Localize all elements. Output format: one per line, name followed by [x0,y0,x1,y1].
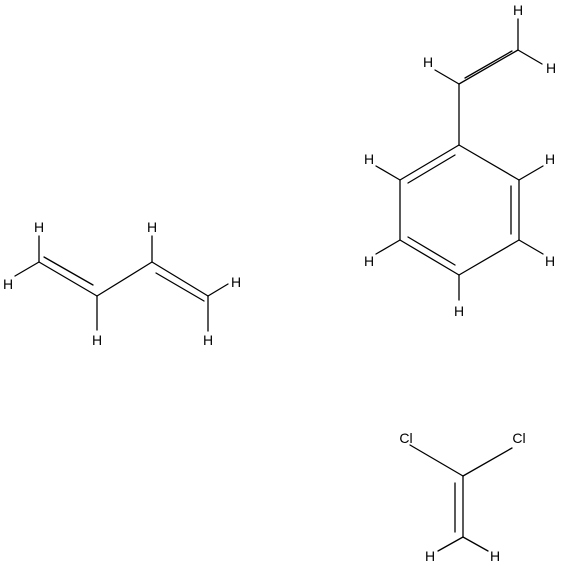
vdc-h-right: H [490,548,500,564]
vinyl-terminal-h-right-bond [517,49,543,65]
butadiene-h-c1-left: H [3,276,13,292]
vinyl-h-bond [434,69,460,85]
styrene-h-ortho-left: H [364,151,374,167]
vdc-cl-left-bond [409,444,464,477]
butadiene-molecule: H H H H H H [3,219,241,348]
ring-inner-bond-lower-left [407,236,456,266]
ring-h-bond-ortho-left [375,165,401,181]
ring-bond-4 [399,239,460,276]
butadiene-c4-h-right-bond [207,283,229,297]
ring-bond-1 [458,144,520,181]
styrene-h-vinyl-internal: H [423,54,433,70]
butadiene-c1-h-left-bond [14,261,40,277]
vdc-h-left-bond [437,536,464,552]
vdc-cl-left: Cl [399,430,412,446]
butadiene-h-c3: H [147,219,157,235]
ring-bond-6 [399,144,460,181]
vinyl-double-bond-outer [458,49,519,85]
ring-h-bond-meta-left [375,239,401,255]
butadiene-h-c1-top: H [34,219,44,235]
styrene-h-para: H [454,303,464,319]
vdc-cl-right-bond [462,447,513,477]
butadiene-double-bond-2-outer [151,261,209,297]
butadiene-h-c2: H [92,332,102,348]
butadiene-h-c4-right: H [231,274,241,290]
vdc-h-right-bond [462,536,489,552]
butadiene-double-bond-2-inner [155,272,205,302]
butadiene-double-bond-1-inner [43,256,94,286]
vdc-cl-right: Cl [512,430,525,446]
butadiene-double-bond-1-outer [38,261,98,297]
vinyl-double-bond-inner [464,50,513,79]
styrene-h-vinyl-terminal-top: H [513,2,523,18]
ring-h-bond-meta-right [518,239,544,255]
butadiene-single-bond [96,261,153,297]
styrene-h-meta-left: H [364,253,374,269]
ring-inner-bond-upper-left [407,154,456,184]
styrene-h-vinyl-terminal-right: H [546,60,556,76]
vdc-h-left: H [425,548,435,564]
styrene-h-ortho-right: H [545,151,555,167]
styrene-h-meta-right: H [545,253,555,269]
styrene-molecule: H H H H H H H H [364,2,556,319]
butadiene-h-c4-bottom: H [203,332,213,348]
vinylidene-chloride-molecule: Cl Cl H H [399,430,525,564]
ring-bond-3 [458,239,520,276]
ring-h-bond-ortho-right [518,165,544,181]
